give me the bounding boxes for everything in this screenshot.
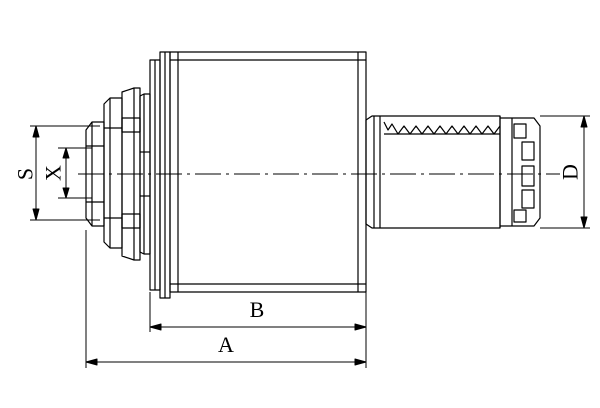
dimension-label-b: B <box>250 297 265 322</box>
shank <box>365 115 501 229</box>
dimension-b <box>149 292 367 332</box>
dimension-s <box>30 125 100 221</box>
dimension-label-a: A <box>218 332 234 357</box>
dimension-a <box>85 230 367 368</box>
shank-thread <box>383 121 501 135</box>
front-nut <box>85 97 123 249</box>
housing-body <box>169 51 367 293</box>
dimension-x <box>58 147 92 199</box>
dimension-d <box>540 115 590 229</box>
flange <box>149 51 171 299</box>
dimension-label-s: S <box>13 168 38 180</box>
dimension-label-d: D <box>558 164 583 180</box>
drive-coupling <box>500 117 541 227</box>
dimension-label-x: X <box>41 165 66 181</box>
